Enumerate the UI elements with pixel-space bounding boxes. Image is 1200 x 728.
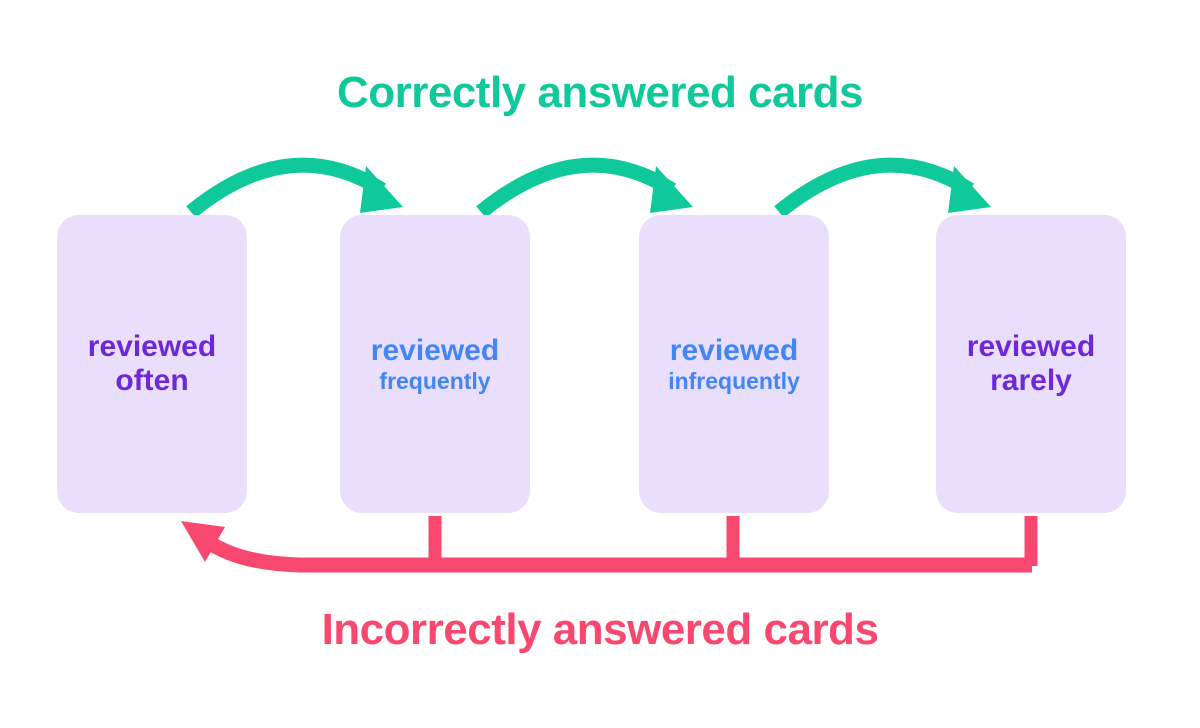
card-line2: infrequently [668, 368, 800, 395]
forward-arrow-2 [476, 157, 693, 218]
page-title-incorrect: Incorrectly answered cards [321, 605, 879, 654]
card-reviewed-infrequently[interactable]: reviewed infrequently [639, 215, 829, 513]
forward-arrow-1 [186, 157, 403, 218]
card-reviewed-rarely[interactable]: reviewed rarely [936, 215, 1126, 513]
card-line1: reviewed [87, 329, 217, 363]
card-line2: rarely [990, 364, 1072, 397]
card-line1: reviewed [370, 333, 500, 367]
card-line1: reviewed [966, 329, 1096, 363]
card-line2: often [115, 364, 189, 397]
return-arrow [181, 516, 1038, 573]
card-line1: reviewed [669, 333, 799, 367]
forward-arrow-3 [774, 157, 991, 218]
card-reviewed-frequently[interactable]: reviewed frequently [340, 215, 530, 513]
card-line2: frequently [379, 368, 491, 395]
page-title-correct: Correctly answered cards [336, 68, 864, 117]
card-reviewed-often[interactable]: reviewed often [57, 215, 247, 513]
